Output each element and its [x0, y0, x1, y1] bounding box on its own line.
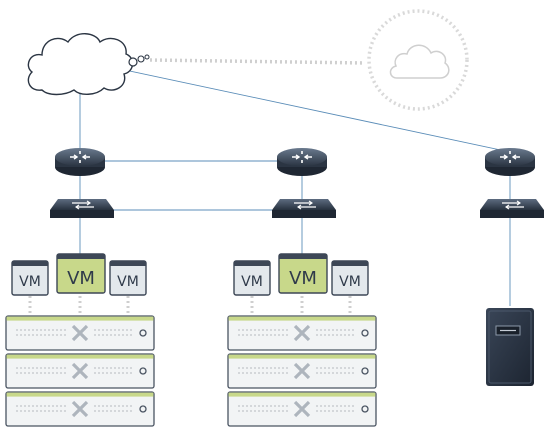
vm-left-1: VM [11, 260, 49, 296]
server-blade-icon [226, 314, 378, 352]
vm-label: VM [67, 268, 95, 289]
tower-server-icon [486, 308, 534, 386]
switch-right [479, 198, 545, 219]
cluster-middle: VM VM VM [226, 253, 378, 428]
vm-label: VM [117, 274, 139, 290]
server-left-2 [4, 352, 156, 390]
server-middle-2 [226, 352, 378, 390]
server-blade-icon [4, 352, 156, 390]
router-icon [276, 147, 328, 177]
router-left [54, 147, 106, 177]
server-blade-icon [4, 314, 156, 352]
link-cloud-router-right [124, 69, 511, 153]
switch-icon [271, 198, 337, 219]
switch-icon [479, 198, 545, 219]
switch-left [49, 198, 115, 219]
switch-icon [49, 198, 115, 219]
server-middle-3 [226, 390, 378, 428]
vm-left-3: VM [109, 260, 147, 296]
router-icon [54, 147, 106, 177]
vm-middle-3: VM [331, 260, 369, 296]
server-left-1 [4, 314, 156, 352]
vm-middle-2-active: VM [278, 253, 328, 294]
vm-label: VM [289, 268, 317, 289]
cloud-icon [27, 33, 150, 96]
vm-label: VM [19, 274, 41, 290]
links [79, 69, 511, 306]
vm-left-2-active: VM [56, 253, 106, 294]
server-blade-icon [226, 352, 378, 390]
vm-label: VM [241, 274, 263, 290]
router-right [484, 147, 536, 177]
router-middle [276, 147, 328, 177]
remote-cloud-icon [367, 9, 469, 111]
vm-label: VM [339, 274, 361, 290]
switch-middle [271, 198, 337, 219]
server-blade-icon [4, 390, 156, 428]
vm-connectors [28, 296, 130, 314]
server-left-3 [4, 390, 156, 428]
vm-connectors [250, 296, 352, 314]
dotted-link-remote-cloud [149, 58, 366, 65]
router-icon [484, 147, 536, 177]
server-middle-1 [226, 314, 378, 352]
server-blade-icon [226, 390, 378, 428]
cluster-left: VM VM VM [4, 253, 156, 428]
vm-middle-1: VM [233, 260, 271, 296]
